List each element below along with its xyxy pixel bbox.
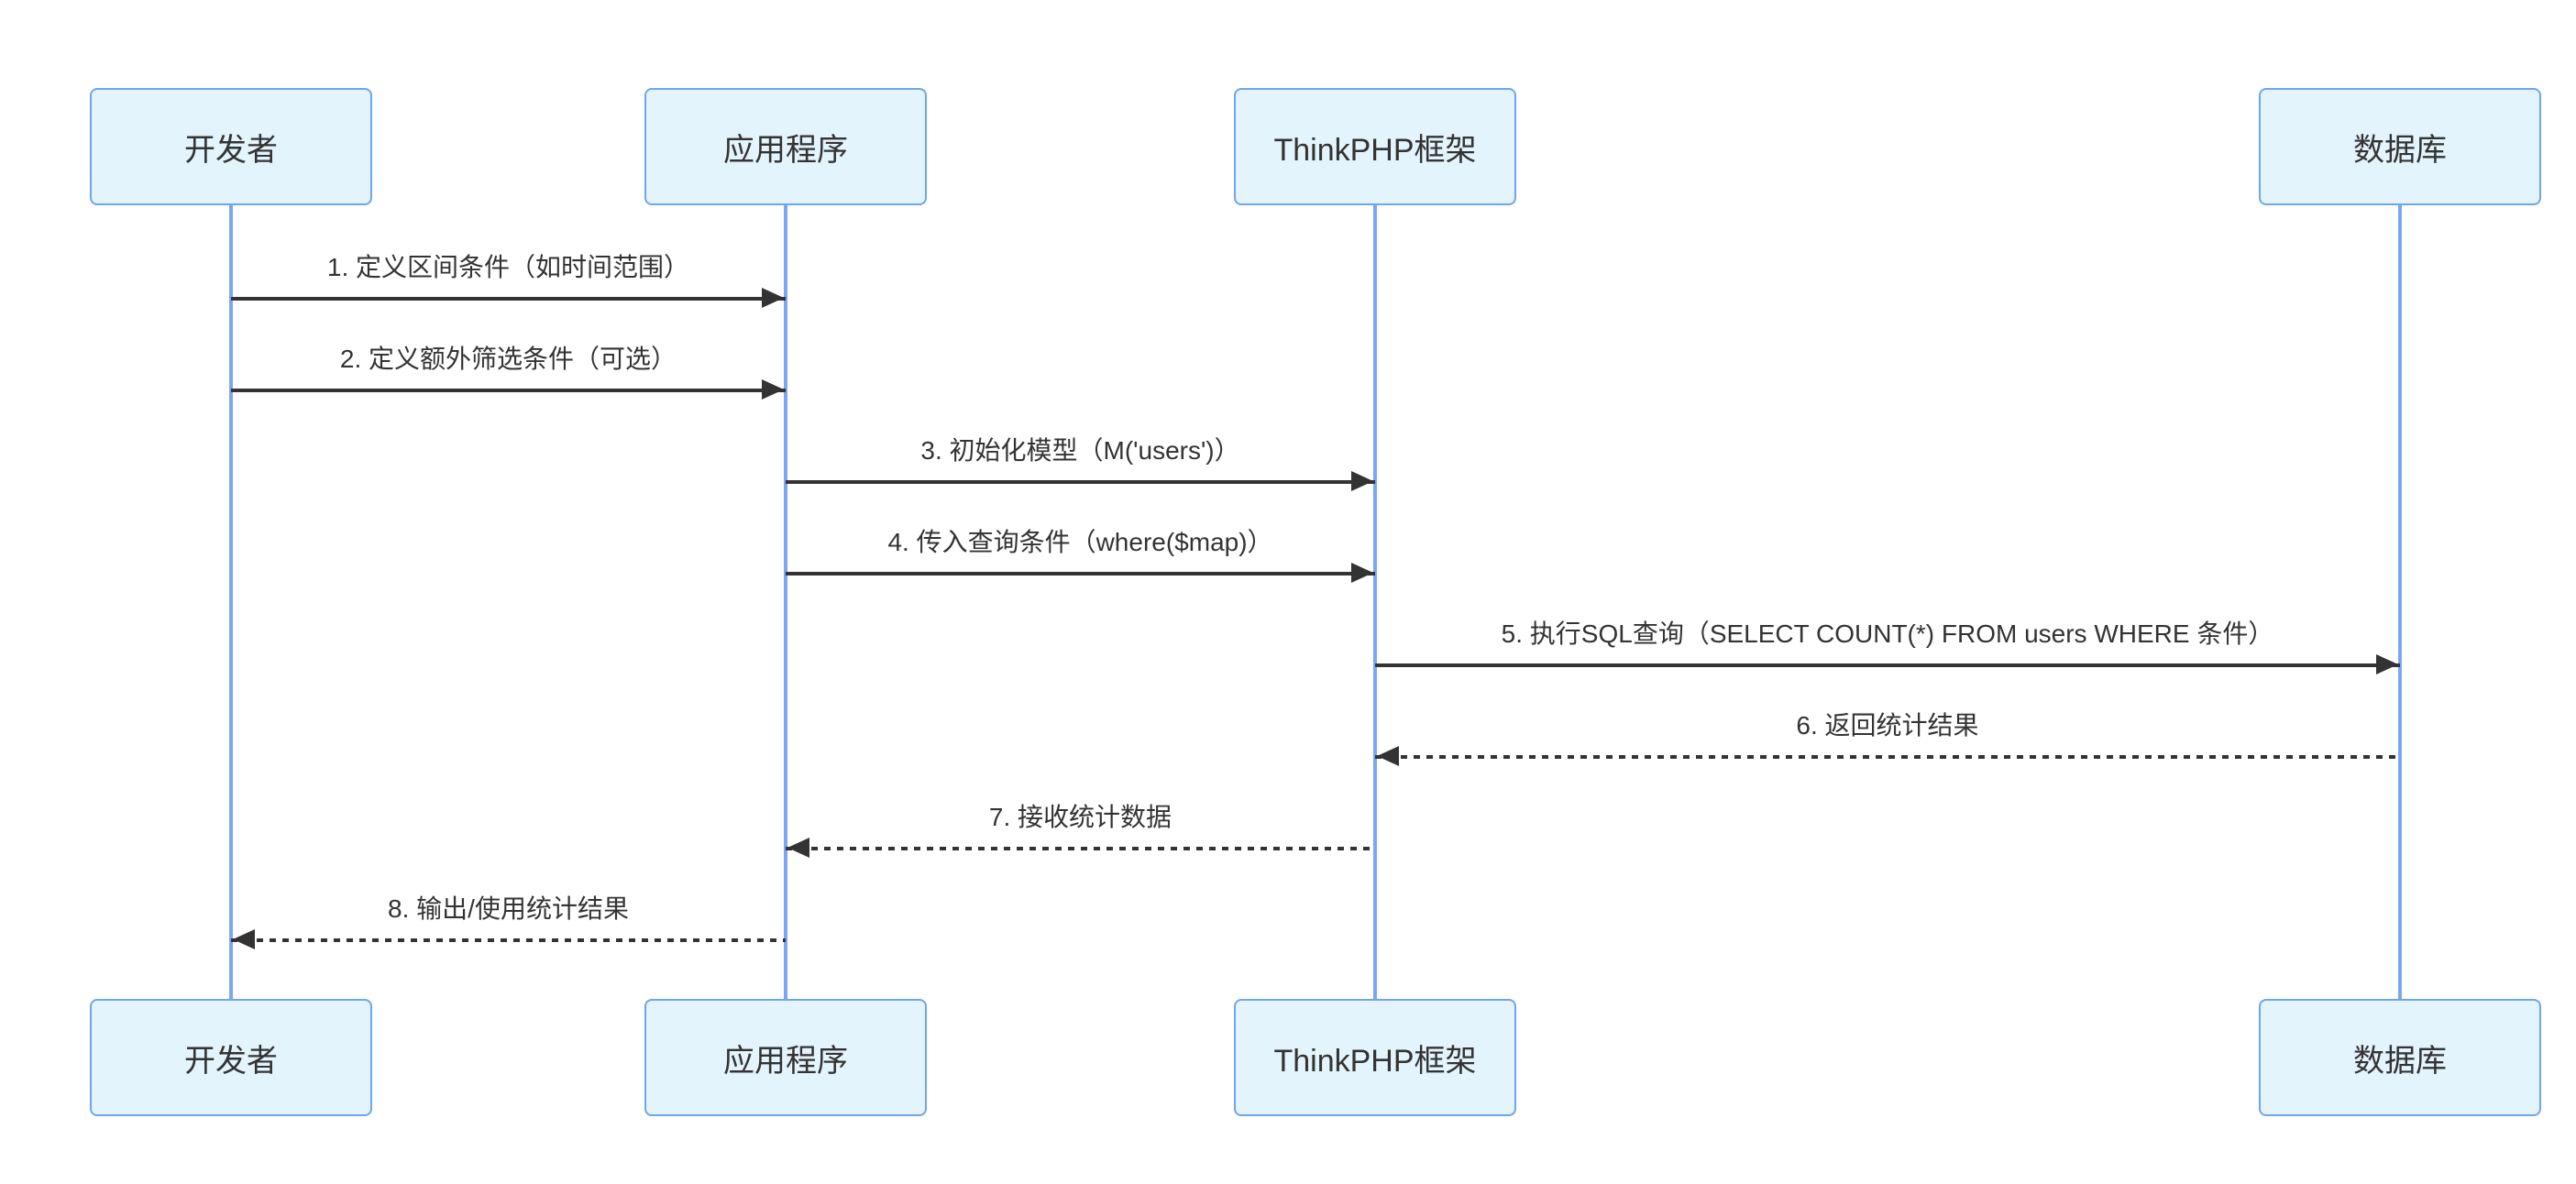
actor-box-top-thinkphp: ThinkPHP框架 xyxy=(1234,88,1516,205)
arrowhead-6 xyxy=(1377,746,1399,766)
message-label-2: 2. 定义额外筛选条件（可选） xyxy=(339,345,677,373)
actor-box-bottom-database: 数据库 xyxy=(2259,999,2541,1116)
message-line-7 xyxy=(786,847,1375,850)
actor-box-bottom-application: 应用程序 xyxy=(644,999,927,1116)
arrowhead-1 xyxy=(762,288,784,308)
message-line-3 xyxy=(786,480,1375,484)
message-label-7: 7. 接收统计数据 xyxy=(988,803,1172,831)
message-label-1: 1. 定义区间条件（如时间范围） xyxy=(326,253,690,281)
message-line-8 xyxy=(231,938,786,942)
actor-box-bottom-developer: 开发者 xyxy=(90,999,372,1116)
message-label-3: 3. 初始化模型（M('users')） xyxy=(920,436,1240,465)
actor-box-top-database: 数据库 xyxy=(2259,88,2541,205)
lifeline-application xyxy=(784,205,787,999)
arrowhead-4 xyxy=(1351,563,1373,583)
actor-box-top-application: 应用程序 xyxy=(644,88,927,205)
arrowhead-8 xyxy=(233,929,255,949)
arrowhead-3 xyxy=(1351,471,1373,491)
message-label-6: 6. 返回统计结果 xyxy=(1796,711,1979,740)
message-line-4 xyxy=(786,572,1375,576)
lifeline-developer xyxy=(229,205,233,999)
actor-box-bottom-thinkphp: ThinkPHP框架 xyxy=(1234,999,1516,1116)
arrowhead-5 xyxy=(2376,654,2398,674)
arrowhead-2 xyxy=(762,379,784,400)
message-label-4: 4. 传入查询条件（where($map)） xyxy=(887,528,1273,556)
lifeline-thinkphp xyxy=(1373,205,1377,999)
message-line-6 xyxy=(1375,755,2400,759)
message-line-1 xyxy=(231,297,786,301)
lifeline-database xyxy=(2398,205,2402,999)
message-line-2 xyxy=(231,389,786,392)
message-label-8: 8. 输出/使用统计结果 xyxy=(388,894,629,923)
message-line-5 xyxy=(1375,663,2400,667)
message-label-5: 5. 执行SQL查询（SELECT COUNT(*) FROM users WH… xyxy=(1501,619,2274,648)
actor-box-top-developer: 开发者 xyxy=(90,88,372,205)
arrowhead-7 xyxy=(787,838,809,858)
